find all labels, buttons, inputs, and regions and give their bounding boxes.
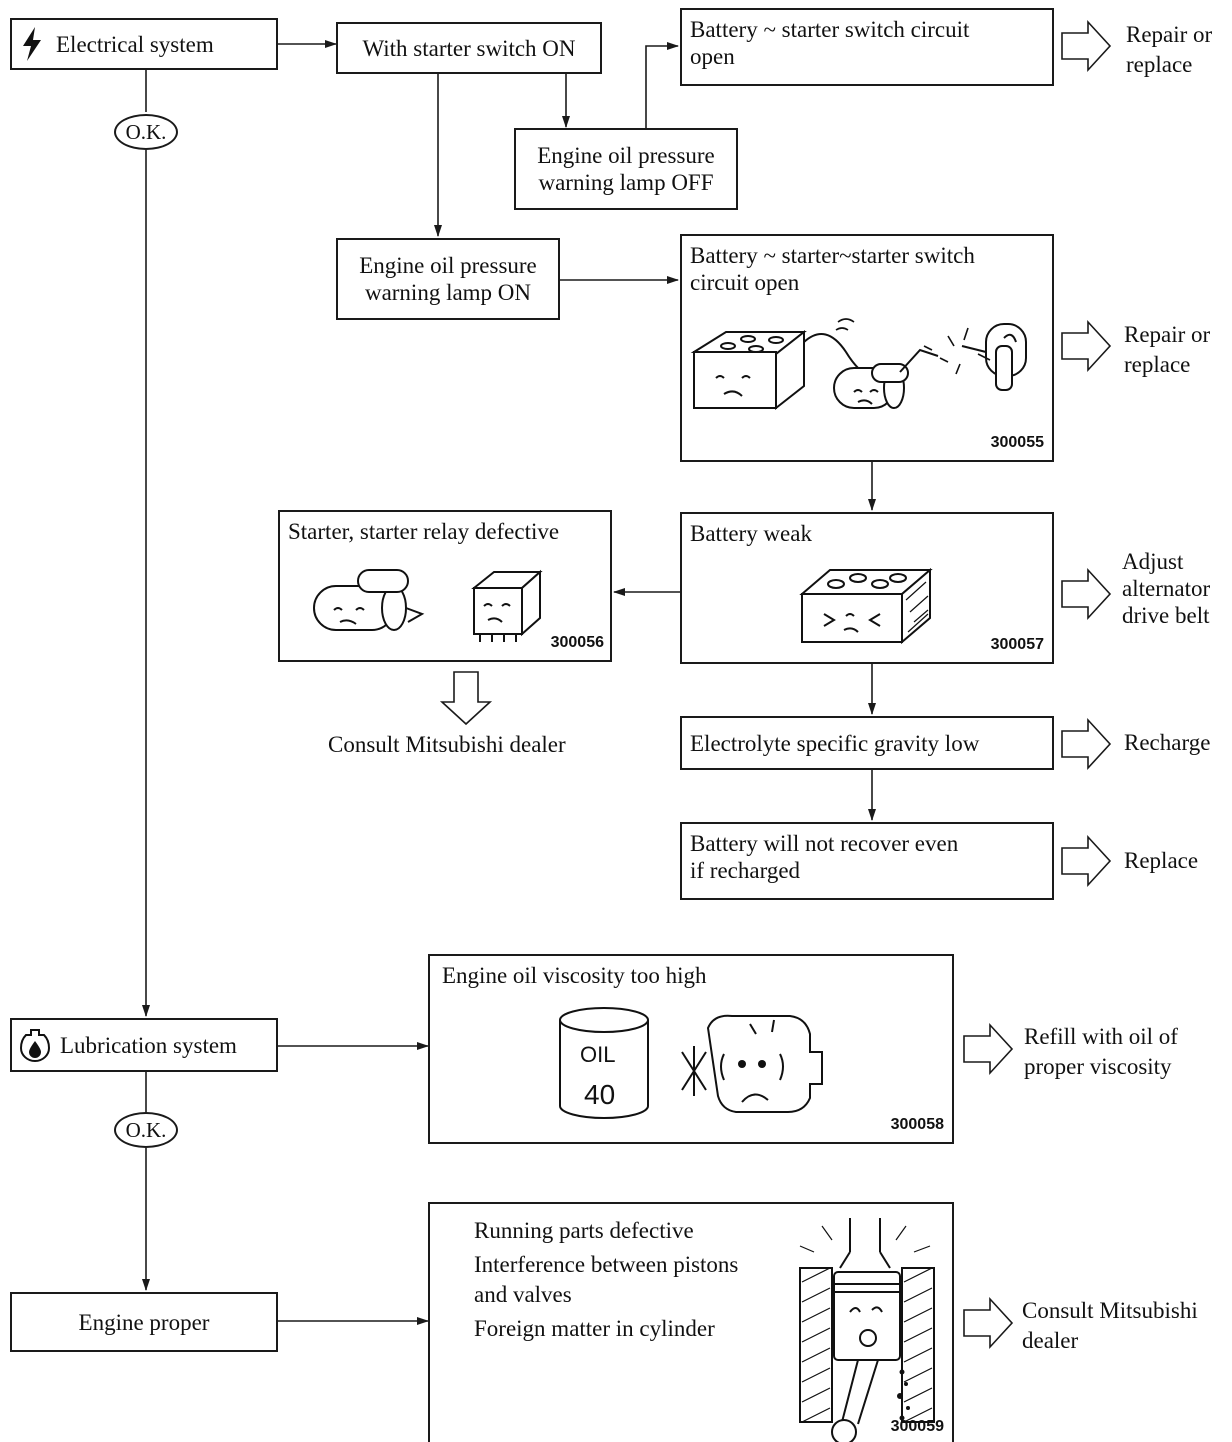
lamp-off-line-1: Engine oil pressure xyxy=(537,143,715,168)
figure-number: 300059 xyxy=(890,1418,944,1435)
engine-defect-line: Foreign matter in cylinder xyxy=(474,1316,715,1341)
piston-cylinder-illustration xyxy=(799,1218,935,1442)
hollow-arrow xyxy=(1061,319,1112,373)
engine-defect-line: Running parts defective xyxy=(474,1218,694,1243)
ok-badge: O.K. xyxy=(114,1112,178,1148)
battery-weak-box: Battery weak 300057 xyxy=(680,512,1054,664)
action-line: Adjust xyxy=(1122,549,1184,574)
action-replace: Replace xyxy=(1124,848,1199,873)
hollow-arrow xyxy=(1061,19,1112,73)
consult-dealer-text: Consult Mitsubishi dealer xyxy=(328,732,566,757)
circuit-open-box: Battery ~ starter switch circuit open xyxy=(680,8,1054,86)
action-adjust-belt: Adjust alternator drive belt xyxy=(1122,548,1210,629)
lamp-on-box: Engine oil pressure warning lamp ON xyxy=(336,238,560,320)
action-refill-oil: Refill with oil of proper viscosity xyxy=(1024,1022,1178,1082)
figure-number: 300056 xyxy=(550,634,604,651)
hollow-arrow xyxy=(1061,567,1112,621)
lamp-on-line-2: warning lamp ON xyxy=(364,280,532,305)
lubrication-system-box: Lubrication system xyxy=(10,1018,278,1072)
electrical-system-label: Electrical system xyxy=(56,31,214,57)
circuit-open-2-line-2: circuit open xyxy=(690,270,800,295)
engine-defect-line: Interference between pistons xyxy=(474,1252,739,1277)
action-line: proper viscosity xyxy=(1024,1054,1172,1079)
action-line: Repair or xyxy=(1126,22,1213,47)
battery-weak-illustration xyxy=(799,567,933,645)
oil-viscosity-label: Engine oil viscosity too high xyxy=(442,963,707,988)
starter-switch-on-box: With starter switch ON xyxy=(336,22,602,74)
figure-number: 300057 xyxy=(990,636,1044,653)
electrical-system-box: Electrical system xyxy=(10,18,278,70)
not-recover-line-2: if recharged xyxy=(690,858,801,883)
electrolyte-box: Electrolyte specific gravity low xyxy=(680,716,1054,770)
circuit-open-line-1: Battery ~ starter switch circuit xyxy=(690,17,970,42)
not-recover-box: Battery will not recover even if recharg… xyxy=(680,822,1054,900)
action-line: alternator xyxy=(1122,576,1211,601)
engine-defect-list: Running parts defective Interference bet… xyxy=(474,1214,738,1346)
lightning-icon xyxy=(23,27,41,61)
lamp-off-box: Engine oil pressure warning lamp OFF xyxy=(514,128,738,210)
action-recharge: Recharge xyxy=(1124,730,1211,755)
engine-defect-line: and valves xyxy=(474,1282,572,1307)
action-line: drive belt xyxy=(1122,603,1210,628)
lamp-off-line-2: warning lamp OFF xyxy=(538,170,714,195)
action-line: replace xyxy=(1126,52,1193,77)
action-line: Refill with oil of xyxy=(1024,1024,1178,1049)
oil-drop-icon xyxy=(20,1029,50,1062)
oil-grade-label: 40 xyxy=(584,1079,615,1110)
ok-badge: O.K. xyxy=(114,114,178,150)
starter-relay-illustration xyxy=(313,569,543,642)
action-consult-dealer: Consult Mitsubishi dealer xyxy=(1022,1296,1198,1356)
figure-number: 300055 xyxy=(990,434,1044,451)
action-line: Repair or xyxy=(1124,322,1211,347)
figure-number: 300058 xyxy=(890,1116,944,1133)
oil-can-engine-illustration: OIL 40 xyxy=(559,1007,823,1119)
connector xyxy=(645,42,679,128)
battery-weak-label: Battery weak xyxy=(690,521,812,546)
starter-defective-box: Starter, starter relay defective 300056 xyxy=(278,510,612,662)
hollow-arrow-down xyxy=(439,671,493,726)
hollow-arrow xyxy=(963,1296,1014,1350)
circuit-open-line-2: open xyxy=(690,44,735,69)
circuit-open-illustrated-box: Battery ~ starter~starter switch circuit… xyxy=(680,234,1054,462)
engine-defect-box: Running parts defective Interference bet… xyxy=(428,1202,954,1442)
engine-proper-label: Engine proper xyxy=(78,1309,210,1335)
action-line: Consult Mitsubishi xyxy=(1022,1298,1198,1323)
hollow-arrow xyxy=(1061,717,1112,771)
lamp-on-line-1: Engine oil pressure xyxy=(359,253,537,278)
not-recover-line-1: Battery will not recover even xyxy=(690,831,959,856)
hollow-arrow xyxy=(1061,834,1112,888)
action-line: dealer xyxy=(1022,1328,1079,1353)
starter-switch-on-label: With starter switch ON xyxy=(362,35,576,61)
oil-can-label: OIL xyxy=(580,1042,615,1067)
oil-viscosity-box: Engine oil viscosity too high OIL 40 300… xyxy=(428,954,954,1144)
action-line: replace xyxy=(1124,352,1191,377)
circuit-open-2-line-1: Battery ~ starter~starter switch xyxy=(690,243,975,268)
hollow-arrow xyxy=(963,1022,1014,1076)
action-repair-replace: Repair or replace xyxy=(1126,20,1212,80)
battery-starter-switch-illustration xyxy=(690,318,1027,411)
engine-proper-box: Engine proper xyxy=(10,1292,278,1352)
action-repair-replace: Repair or replace xyxy=(1124,320,1210,380)
lubrication-system-label: Lubrication system xyxy=(60,1032,237,1058)
starter-defective-label: Starter, starter relay defective xyxy=(288,519,560,544)
electrolyte-label: Electrolyte specific gravity low xyxy=(690,730,980,756)
